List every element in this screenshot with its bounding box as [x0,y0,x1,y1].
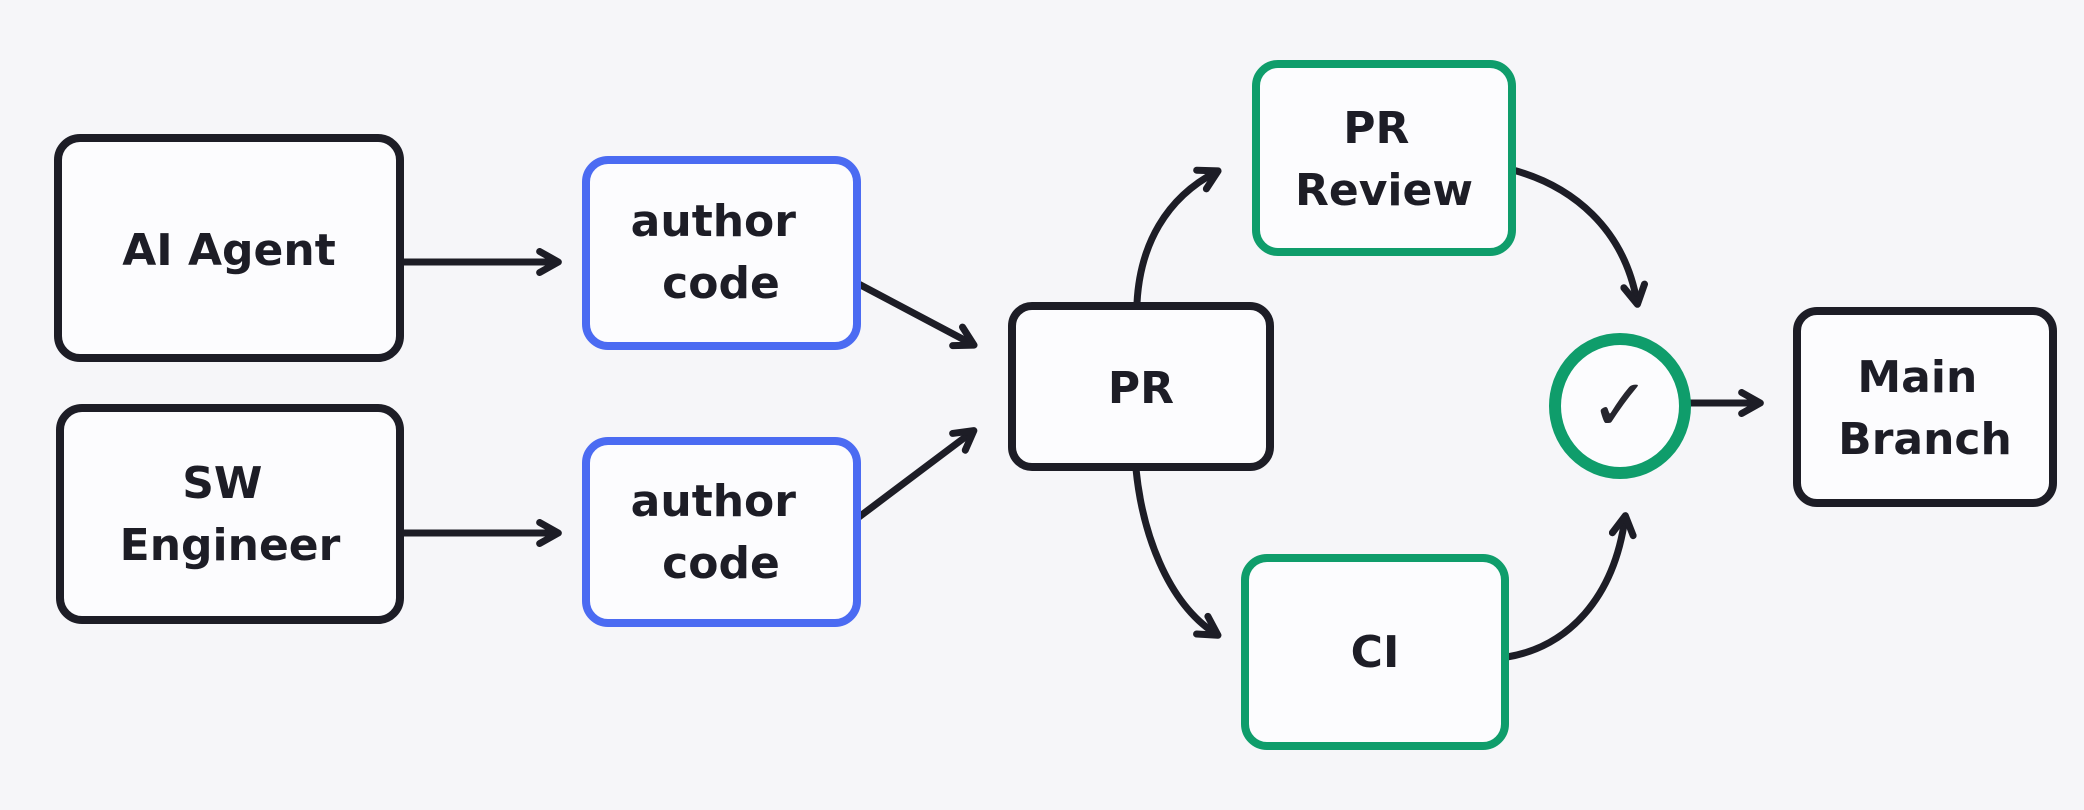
author-code-bottom-box[interactable] [582,437,861,627]
approval-check-circle[interactable] [1549,333,1691,479]
node-ai-agent[interactable]: AI Agent [54,134,404,362]
author-code-bottom-label-line2: code [662,538,780,589]
check-icon: ✓ [1590,363,1650,447]
svg-text:SW Engineer: SW Engineer [120,458,341,571]
pr-box[interactable] [1008,302,1274,471]
ai-agent-label: AI Agent [122,225,336,276]
edge-author-code-top-to-pr[interactable] [849,277,978,350]
pr-review-box[interactable] [1252,60,1516,256]
node-pr[interactable]: PR [1008,302,1274,471]
sw-engineer-box[interactable] [56,404,404,624]
pr-label: PR [1108,363,1174,414]
node-sw-engineer[interactable]: SW Engineer [56,404,404,624]
edge-pr-review-to-check[interactable] [1509,166,1649,308]
author-code-bottom-label-line1: author [631,476,797,527]
edge-author-code-bottom-to-pr[interactable] [851,427,978,524]
sw-engineer-label-line1: SW [182,458,262,509]
author-code-top-label-line2: code [662,258,780,309]
svg-text:author code: author code [631,196,812,309]
edge-pr-to-ci[interactable] [1132,465,1222,639]
main-branch-label-line2: Branch [1838,414,2012,465]
node-main-branch[interactable]: Main Branch [1793,307,2057,507]
node-author-code-bottom[interactable]: author code [582,437,861,627]
node-ci[interactable]: CI [1241,554,1509,750]
node-approval-check[interactable]: ✓ [1549,333,1691,479]
svg-text:Main Branch: Main Branch [1838,352,2012,465]
edge-pr-to-pr-review[interactable] [1133,166,1222,307]
main-branch-box[interactable] [1793,307,2057,507]
main-branch-label-line1: Main [1857,352,1977,403]
ci-label: CI [1351,627,1400,678]
author-code-top-label-line1: author [631,196,797,247]
ci-box[interactable] [1241,554,1509,750]
node-author-code-top[interactable]: author code [582,156,861,350]
sw-engineer-label-line2: Engineer [120,520,341,571]
svg-text:author code: author code [631,476,812,589]
author-code-top-box[interactable] [582,156,861,350]
pr-review-label-line1: PR [1343,103,1409,154]
edge-ci-to-check[interactable] [1503,512,1637,661]
pr-review-label-line2: Review [1295,165,1473,216]
node-pr-review[interactable]: PR Review [1252,60,1516,256]
svg-text:PR Review: PR Review [1295,103,1473,216]
ai-agent-box[interactable] [54,134,404,362]
